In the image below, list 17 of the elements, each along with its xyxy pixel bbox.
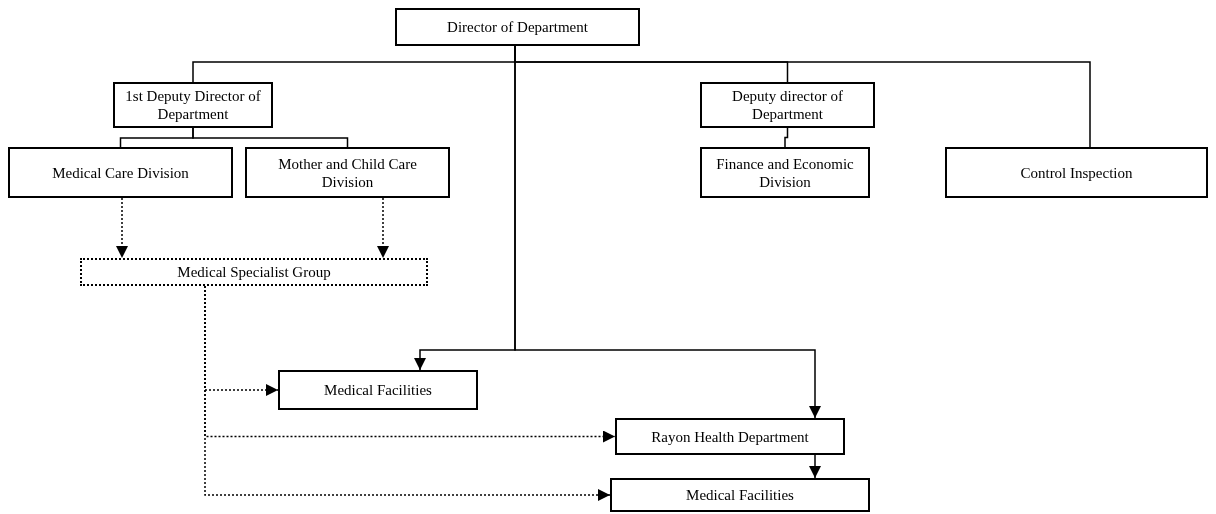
arrow [116, 197, 128, 259]
org-unit-box: 1st Deputy Director of Department [113, 82, 273, 128]
org-unit-box: Finance and Economic Division [700, 147, 870, 198]
org-unit-box: Rayon Health Department [615, 418, 845, 455]
arrow [204, 285, 611, 501]
org-unit-box: Medical Care Division [8, 147, 233, 198]
arrow [377, 197, 389, 259]
org-unit-box: Medical Specialist Group [80, 258, 428, 286]
org-unit-box: Medical Facilities [278, 370, 478, 410]
org-unit-box: Director of Department [395, 8, 640, 46]
arrow [809, 454, 821, 479]
org-unit-box: Medical Facilities [610, 478, 870, 512]
connector-line [784, 127, 789, 148]
org-unit-box: Control Inspection [945, 147, 1208, 198]
org-unit-box: Deputy director of Department [700, 82, 875, 128]
org-unit-box: Mother and Child Care Division [245, 147, 450, 198]
connector-line [192, 127, 349, 148]
